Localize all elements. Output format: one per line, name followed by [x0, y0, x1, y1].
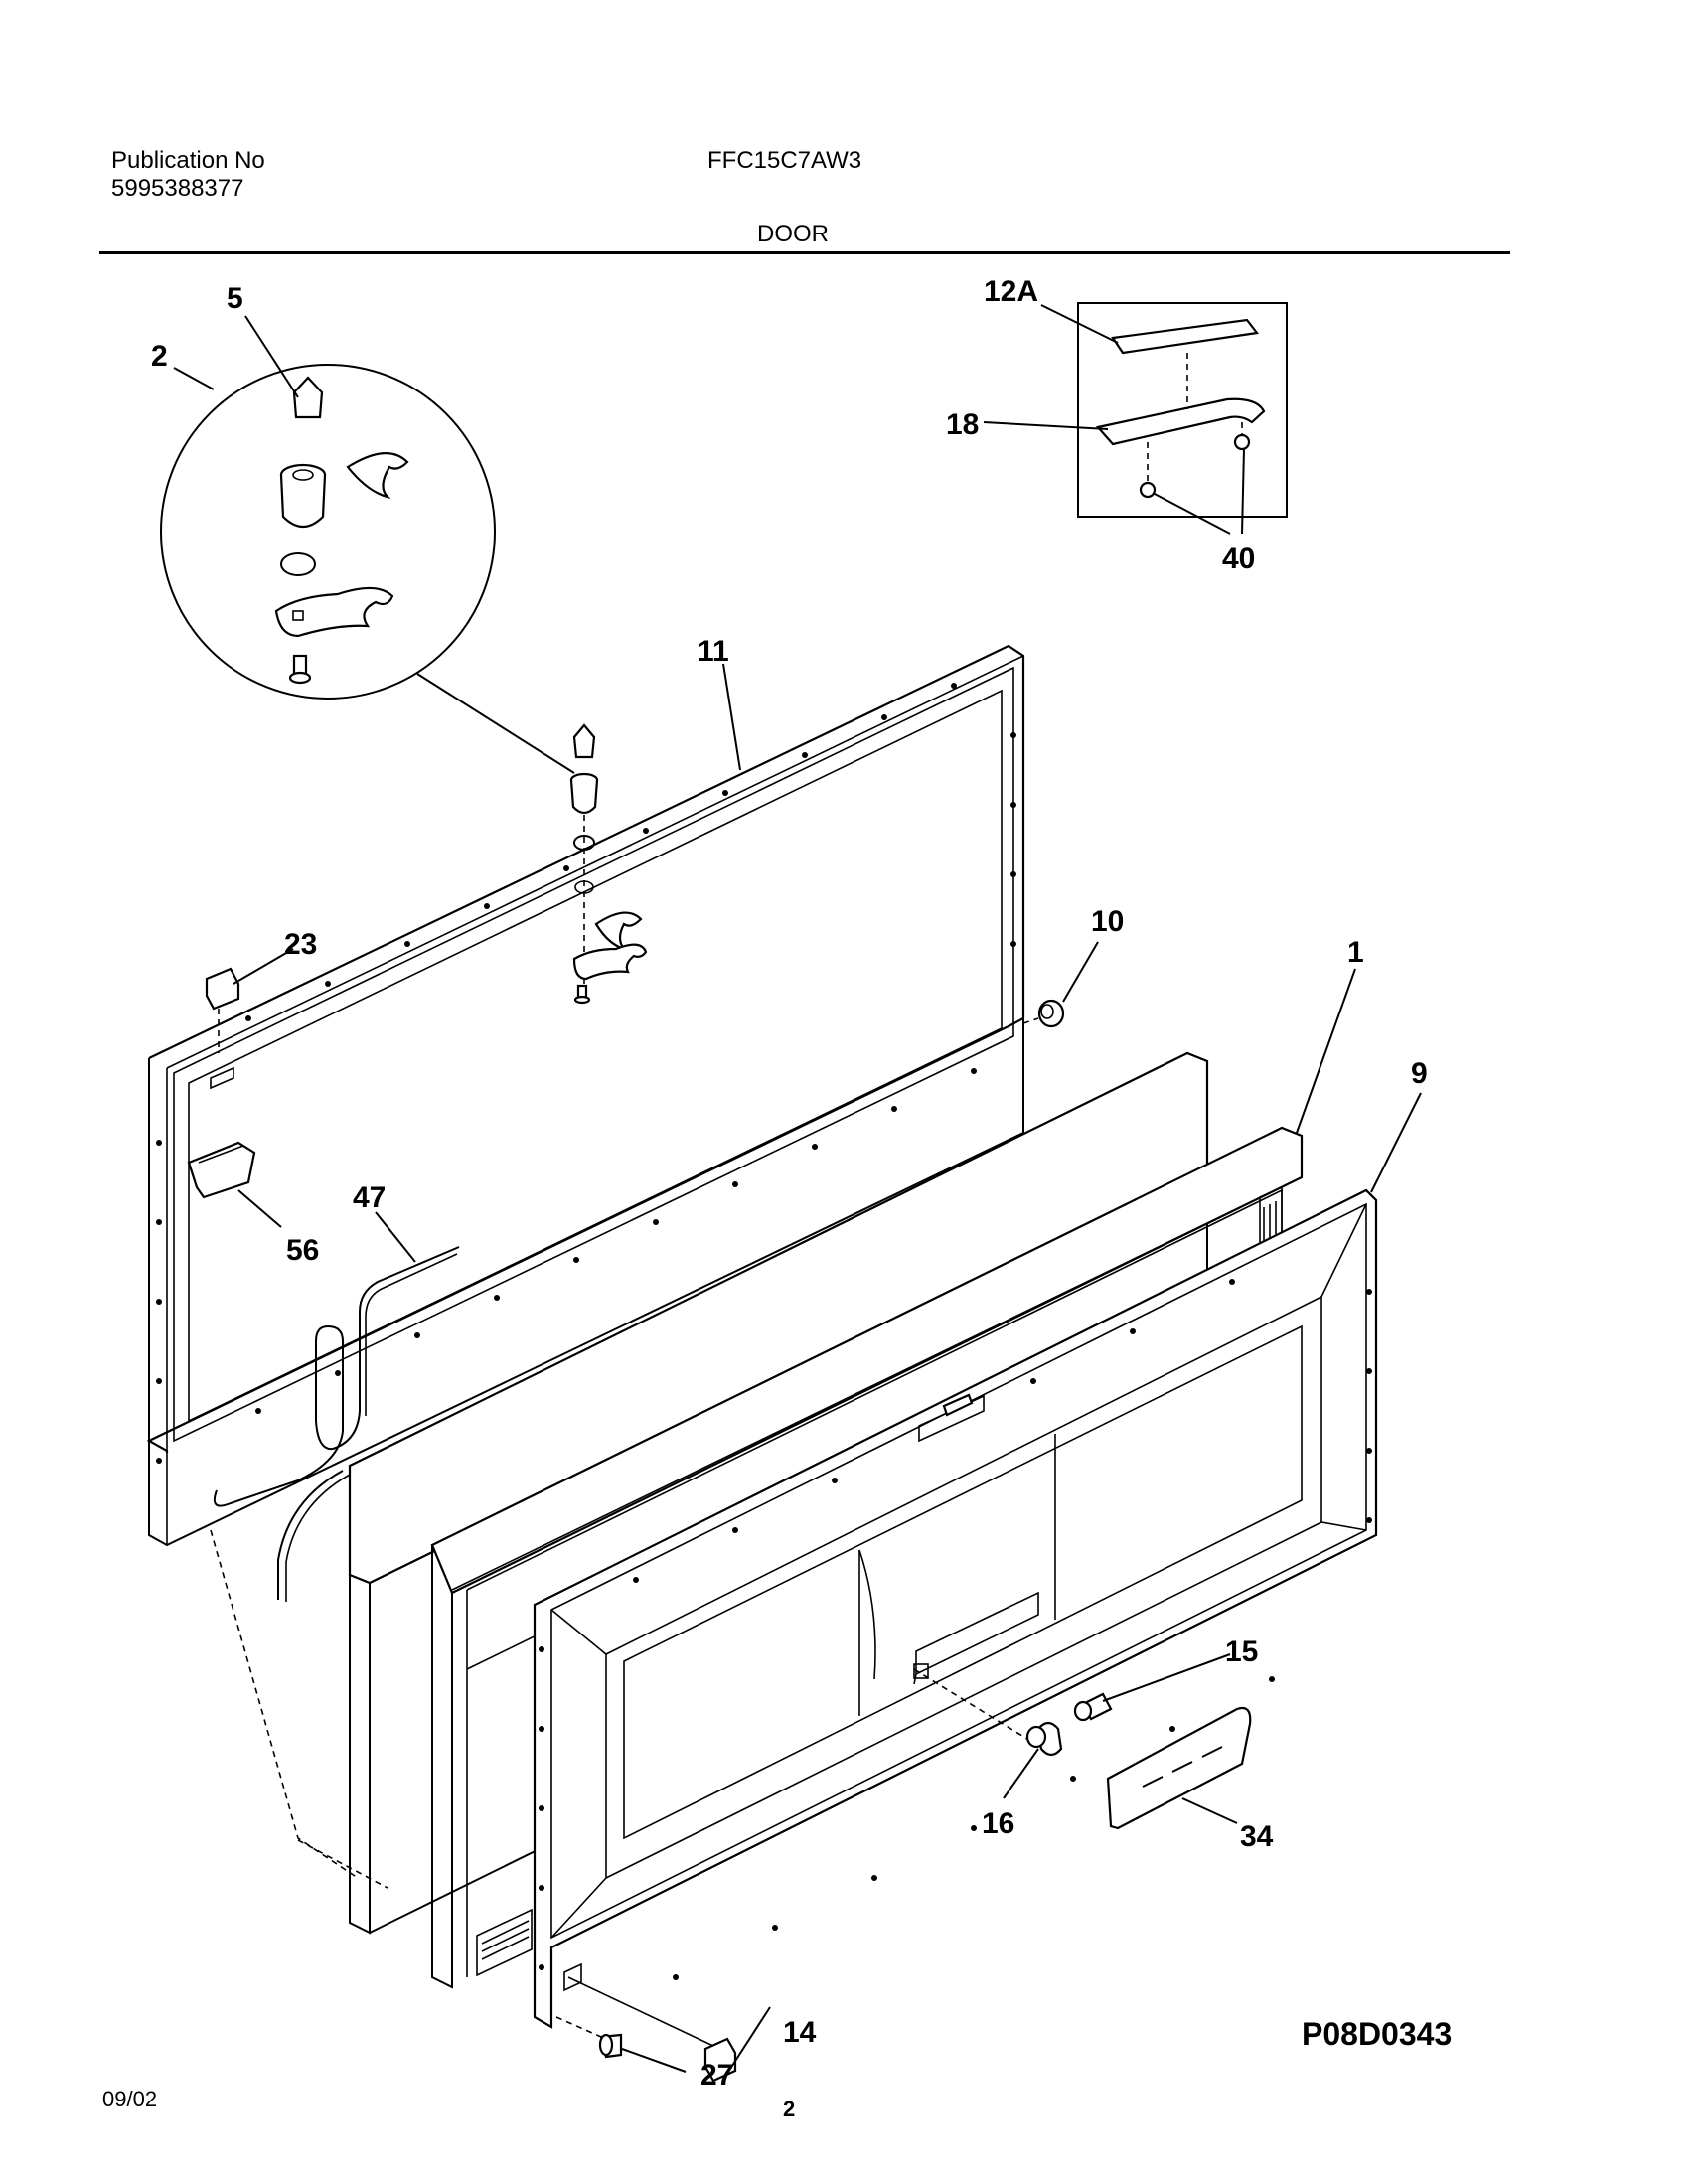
footer-date: 09/02	[102, 2087, 157, 2111]
stop-bumper-10	[1022, 999, 1065, 1028]
callout-40: 40	[1222, 543, 1255, 575]
callout-27: 27	[700, 2059, 733, 2092]
plug-27	[555, 2016, 623, 2059]
switch-14	[567, 1976, 737, 2083]
callout-5: 5	[227, 282, 243, 315]
callout-11: 11	[698, 635, 729, 668]
callout-12a: 12A	[984, 275, 1038, 308]
model-number: FFC15C7AW3	[707, 147, 862, 174]
control-cover-34	[1106, 1706, 1252, 1830]
header-rule	[99, 251, 1510, 254]
callout-16: 16	[982, 1807, 1014, 1840]
frame-holes	[156, 683, 1372, 1980]
callout-23: 23	[284, 928, 317, 961]
handle-inset	[1077, 302, 1288, 518]
callout-10: 10	[1091, 905, 1124, 938]
handle-trim-part	[1111, 318, 1260, 355]
publication-label: Publication No	[111, 147, 265, 174]
key-part	[292, 376, 324, 419]
callout-labels: 5 2 12A 18 40 11 10 1 9 23 47 56 15 16 3…	[151, 275, 1428, 2092]
hinge-cover-23	[205, 967, 240, 1090]
callout-34: 34	[1240, 1820, 1274, 1853]
lock-detail-circle	[160, 364, 575, 774]
diagram-code: P08D0343	[1302, 2016, 1452, 2052]
page-number: 2	[783, 2097, 795, 2121]
wire-harness-47	[210, 1246, 460, 1889]
callout-15: 15	[1225, 1635, 1258, 1668]
door-lock-assembly	[569, 723, 648, 1005]
callout-2: 2	[151, 340, 168, 373]
door-gasket-frame	[146, 644, 1025, 1547]
inner-door-liner	[533, 1188, 1378, 2029]
section-title: DOOR	[757, 221, 829, 247]
callout-18: 18	[946, 408, 979, 441]
callout-1: 1	[1347, 936, 1364, 969]
clip-part	[346, 452, 409, 500]
publication-number: 5995388377	[111, 175, 244, 202]
callout-56: 56	[286, 1234, 319, 1267]
lock-cylinder-part	[279, 474, 327, 529]
bracket-56	[187, 1141, 256, 1199]
latch-plate-part	[274, 586, 394, 638]
callout-9: 9	[1411, 1057, 1428, 1090]
handle-part	[1095, 397, 1266, 446]
leader-lines	[173, 304, 1422, 2073]
callout-14: 14	[783, 2016, 817, 2049]
callout-47: 47	[353, 1181, 386, 1214]
door-outer-panel	[430, 1126, 1304, 1989]
o-ring-part	[280, 552, 316, 576]
